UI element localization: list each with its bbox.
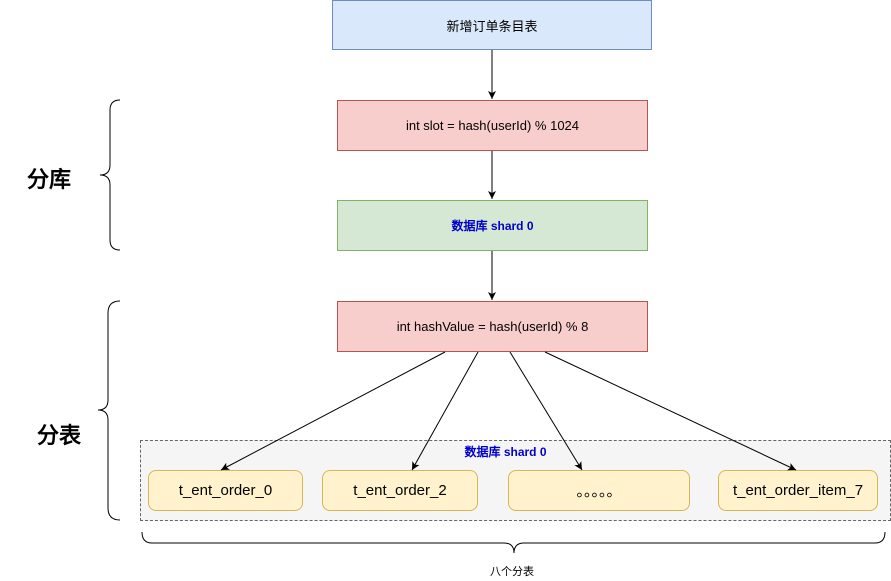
table-node-7: t_ent_order_item_7 (718, 470, 878, 511)
arrow-hash-to-ellipsis (509, 351, 583, 471)
hash-node-label: int hashValue = hash(userId) % 8 (396, 319, 589, 334)
bottom-label: 八个分表 (490, 566, 534, 578)
arrow-hash-to-table-2 (411, 351, 479, 471)
arrow-hash-to-table-0 (220, 351, 446, 471)
fenku-brace (99, 99, 121, 251)
start-node: 新增订单条目表 (332, 0, 652, 50)
shard-container-title-label: 数据库 shard 0 (464, 444, 547, 459)
fenku-label: 分库 (27, 167, 72, 192)
slot-node: int slot = hash(userId) % 1024 (337, 100, 648, 151)
db-node: 数据库 shard 0 (337, 200, 648, 251)
hash-node: int hashValue = hash(userId) % 8 (337, 301, 648, 352)
table-node-2: t_ent_order_2 (322, 470, 478, 511)
arrow-hash-to-table-7 (544, 351, 797, 471)
slot-node-label: int slot = hash(userId) % 1024 (405, 118, 580, 133)
table-node-ellipsis-label: 。。。。。 (576, 483, 622, 500)
bottom-brace (141, 531, 886, 554)
table-node-2-label: t_ent_order_2 (353, 482, 447, 499)
db-node-label: 数据库 shard 0 (451, 219, 534, 233)
table-node-7-label: t_ent_order_item_7 (732, 482, 864, 499)
shard-container-title: 数据库 shard 0 (140, 441, 871, 461)
start-node-label: 新增订单条目表 (446, 18, 538, 34)
table-node-ellipsis: 。。。。。 (508, 470, 690, 511)
fenbiao-brace (97, 300, 121, 521)
table-node-0: t_ent_order_0 (148, 470, 303, 511)
table-node-0-label: t_ent_order_0 (178, 482, 273, 499)
fenbiao-label: 分表 (37, 423, 82, 448)
